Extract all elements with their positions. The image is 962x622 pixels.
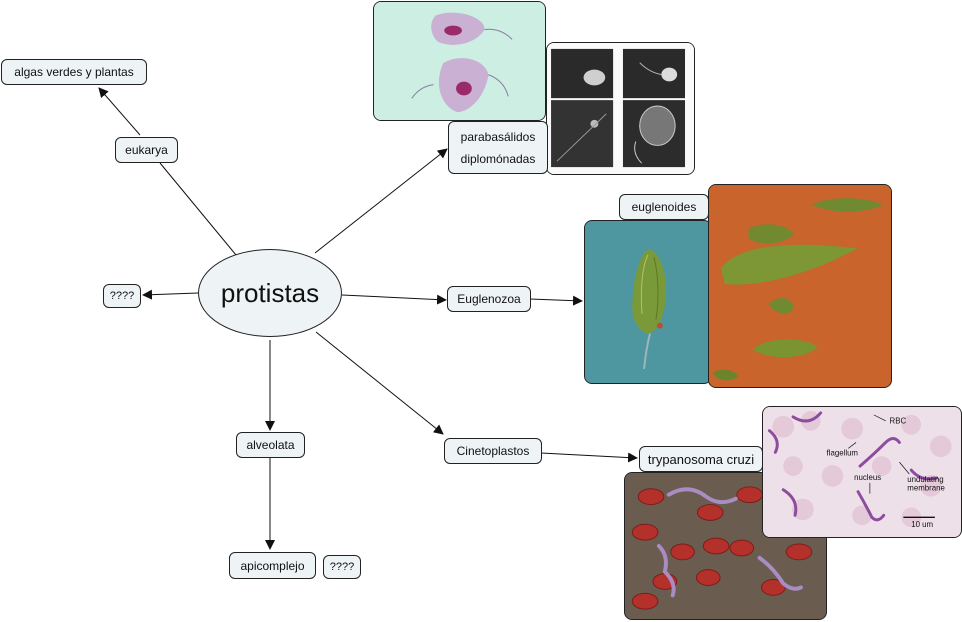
arrow-eukarya-algas [98,87,141,136]
node-unknown-left[interactable]: ???? [103,284,141,308]
node-unknown-bottom[interactable]: ???? [323,555,361,579]
rbc-label: RBC [890,417,907,426]
connector-protistas-eukarya [159,162,237,256]
arrow-cinetoplastos-trypanosoma [540,452,638,463]
euglena-group-micrograph [708,184,892,388]
parabasalid-micrograph [373,1,546,121]
diplomonadas-label: diplomónadas [460,151,536,166]
undulating-label: undulating [907,475,943,484]
trypanosoma-smear-micrograph: RBC flagellum nucleus undulating membran… [762,406,962,538]
node-algas-verdes-y-plantas[interactable]: algas verdes y plantas [1,59,147,85]
arrow-protistas-parabasalidos [314,148,448,254]
node-cinetoplastos[interactable]: Cinetoplastos [444,438,542,464]
node-euglenozoa[interactable]: Euglenozoa [447,286,531,312]
central-node-protistas[interactable]: protistas [198,249,342,337]
node-apicomplejo[interactable]: apicomplejo [229,552,316,579]
node-eukarya[interactable]: eukarya [115,137,178,163]
parabasalidos-label: parabasálidos [460,129,536,144]
flagellum-label: flagellum [827,448,859,457]
node-alveolata[interactable]: alveolata [236,432,305,458]
nucleus-label: nucleus [854,473,881,482]
euglena-cell-micrograph [584,220,712,384]
arrow-protistas-euglenozoa [341,294,447,305]
node-parabasalidos-diplomonadas[interactable]: parabasálidos diplomónadas [448,121,548,174]
arrow-euglenozoa-image [529,295,583,306]
scale-bar-label: 10 um [911,520,933,529]
node-euglenoides[interactable]: euglenoides [619,194,709,220]
node-trypanosoma-cruzi[interactable]: trypanosoma cruzi [639,446,763,472]
arrow-protistas-cinetoplastos [315,331,444,435]
membrane-label: membrane [907,484,945,493]
diplomonad-micrograph [546,42,695,175]
arrow-protistas-unknown-left [142,289,199,300]
